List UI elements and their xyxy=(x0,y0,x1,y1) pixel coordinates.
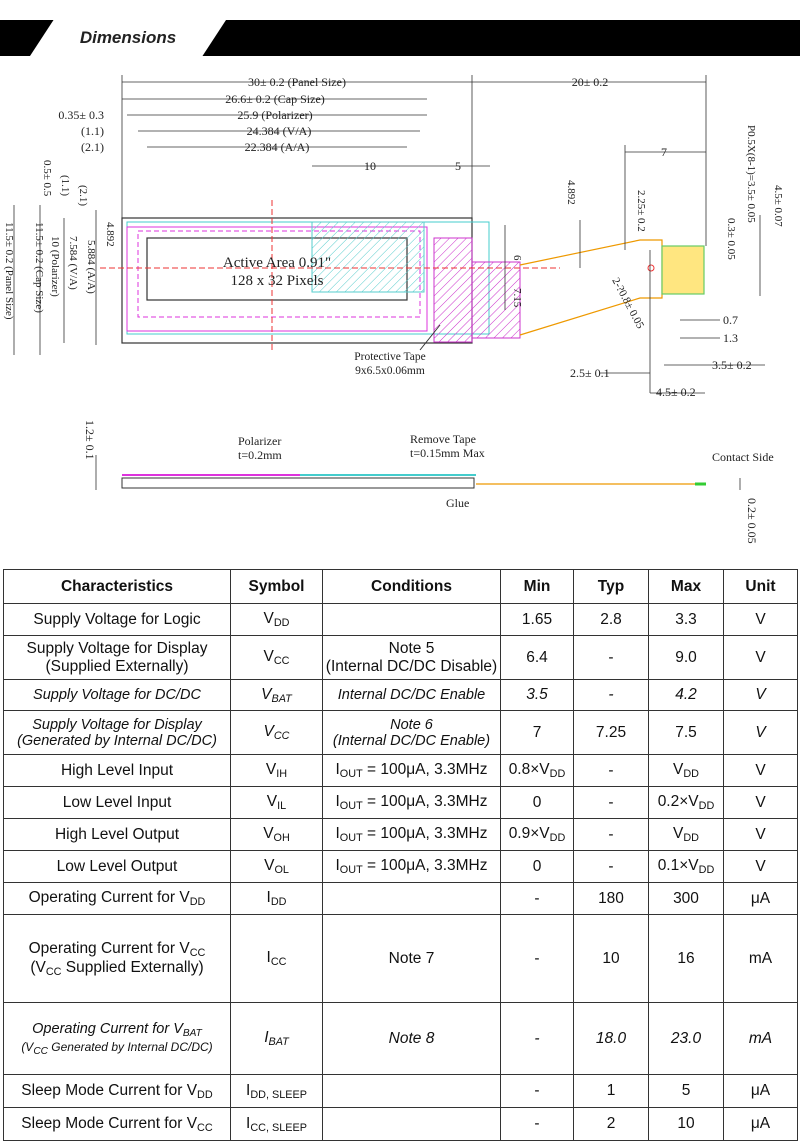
dimension-lines xyxy=(13,75,765,394)
side-thickness: 1.2± 0.1 xyxy=(83,420,97,460)
side-remove-tape-thk: t=0.15mm Max xyxy=(410,446,485,460)
dim-7: 7 xyxy=(661,145,667,159)
table-header-row: Characteristics Symbol Conditions Min Ty… xyxy=(3,569,798,604)
side-polarizer-label: Polarizer xyxy=(238,434,281,448)
dim-1-3: 1.3 xyxy=(723,331,738,345)
dim-offset-2: (1.1) xyxy=(81,124,104,138)
dim-polarizer: 25.9 (Polarizer) xyxy=(237,108,312,122)
dim-aa-height: 5.884 (A/A) xyxy=(85,240,97,294)
dim-4892-left: 4.892 xyxy=(104,222,116,247)
side-glue-label: Glue xyxy=(446,496,469,510)
dim-0-3: 0.3± 0.05 xyxy=(725,218,737,260)
dim-cap-height: 11.5± 0.2 (Cap Size) xyxy=(33,222,45,313)
table-row: Supply Voltage for DC/DC VBAT Internal D… xyxy=(3,679,798,711)
table-row: Sleep Mode Current for VDD IDD, SLEEP - … xyxy=(3,1074,798,1108)
protective-tape-size: 9x6.5x0.06mm xyxy=(355,365,425,377)
table-row: Low Level Input VIL IOUT = 100μA, 3.3MHz… xyxy=(3,786,798,819)
dim-6: 6 xyxy=(511,255,523,261)
col-max: Max xyxy=(648,569,724,604)
table-row: Operating Current for VBAT(VCC Generated… xyxy=(3,1002,798,1075)
fpc-tape-area xyxy=(471,261,521,339)
dim-2-1-v: (2.1) xyxy=(77,185,89,206)
side-fpc-thk: 0.2± 0.05 xyxy=(745,498,759,544)
dim-4-5-width: 4.5± 0.07 xyxy=(772,185,784,227)
table-row: Low Level Output VOL IOUT = 100μA, 3.3MH… xyxy=(3,850,798,883)
dim-2-25: 2.25± 0.2 xyxy=(635,190,647,232)
dim-4892-fpc: 4.892 xyxy=(565,180,577,205)
side-panel xyxy=(121,477,475,489)
side-contact-label: Contact Side xyxy=(712,450,774,464)
side-remove-tape-label: Remove Tape xyxy=(410,432,476,446)
table-row: High Level Output VOH IOUT = 100μA, 3.3M… xyxy=(3,818,798,851)
dim-va: 24.384 (V/A) xyxy=(247,124,312,138)
fpc-hole xyxy=(647,264,655,272)
active-area-label: Active Area 0.91" xyxy=(223,255,331,271)
pixel-count-label: 128 x 32 Pixels xyxy=(231,273,324,289)
protective-tape-area xyxy=(311,221,425,293)
fpc-contacts xyxy=(661,245,705,295)
characteristics-table: Characteristics Symbol Conditions Min Ty… xyxy=(3,569,798,1141)
table-row: Supply Voltage for Display(Supplied Exte… xyxy=(3,635,798,680)
table-row: Sleep Mode Current for VCC ICC, SLEEP - … xyxy=(3,1107,798,1141)
section-title: Dimensions xyxy=(79,28,177,47)
dim-5: 5 xyxy=(455,159,461,173)
dim-cap-size: 26.6± 0.2 (Cap Size) xyxy=(225,92,325,106)
protective-tape-label: Protective Tape xyxy=(354,351,425,363)
polarizer-outline xyxy=(126,226,428,332)
ic-area xyxy=(433,237,473,343)
dim-panel-size: 30± 0.2 (Panel Size) xyxy=(248,75,346,89)
col-symbol: Symbol xyxy=(230,569,323,604)
dim-1-1-v: (1.1) xyxy=(59,175,71,196)
table-row: High Level Input VIH IOUT = 100μA, 3.3MH… xyxy=(3,754,798,787)
dim-va-height: 7.584 (V/A) xyxy=(67,236,79,290)
col-min: Min xyxy=(500,569,574,604)
dim-0-5: 0.5± 0.5 xyxy=(41,160,53,197)
leader-line xyxy=(419,324,441,351)
table-row: Supply Voltage for Logic VDD 1.65 2.8 3.… xyxy=(3,603,798,636)
dimension-drawing: Active Area 0.91" 128 x 32 Pixels Protec… xyxy=(3,75,784,544)
dim-offset-1: 0.35± 0.3 xyxy=(58,108,104,122)
dim-7-15: 7.15 xyxy=(511,288,523,308)
dim-aa: 22.384 (A/A) xyxy=(245,140,310,154)
table-row: Operating Current for VDD IDD - 180 300 … xyxy=(3,882,798,915)
col-conditions: Conditions xyxy=(322,569,501,604)
col-typ: Typ xyxy=(573,569,649,604)
dim-pitch: P0.5X(8-1)=3.5± 0.05 xyxy=(745,125,757,223)
dim-3-5: 3.5± 0.2 xyxy=(712,358,752,372)
dim-2-5: 2.5± 0.1 xyxy=(570,366,610,380)
dim-4-5: 4.5± 0.2 xyxy=(656,385,696,399)
dim-10: 10 xyxy=(364,159,376,173)
col-unit: Unit xyxy=(723,569,798,604)
dim-offset-3: (2.1) xyxy=(81,140,104,154)
col-characteristics: Characteristics xyxy=(3,569,231,604)
dim-polarizer-height: 10 (Polarizer) xyxy=(49,236,61,297)
table-row: Supply Voltage for Display(Generated by … xyxy=(3,710,798,755)
side-polarizer-thk: t=0.2mm xyxy=(238,448,282,462)
section-header-tab xyxy=(30,20,226,56)
dim-hole: 2-?0.8± 0.05 xyxy=(609,276,646,331)
dim-fpc-length: 20± 0.2 xyxy=(572,75,609,89)
table-row: Operating Current for VCC(VCC Supplied E… xyxy=(3,914,798,1003)
dim-0-7: 0.7 xyxy=(723,313,738,327)
dim-panel-height: 11.5± 0.2 (Panel Size) xyxy=(3,222,15,320)
